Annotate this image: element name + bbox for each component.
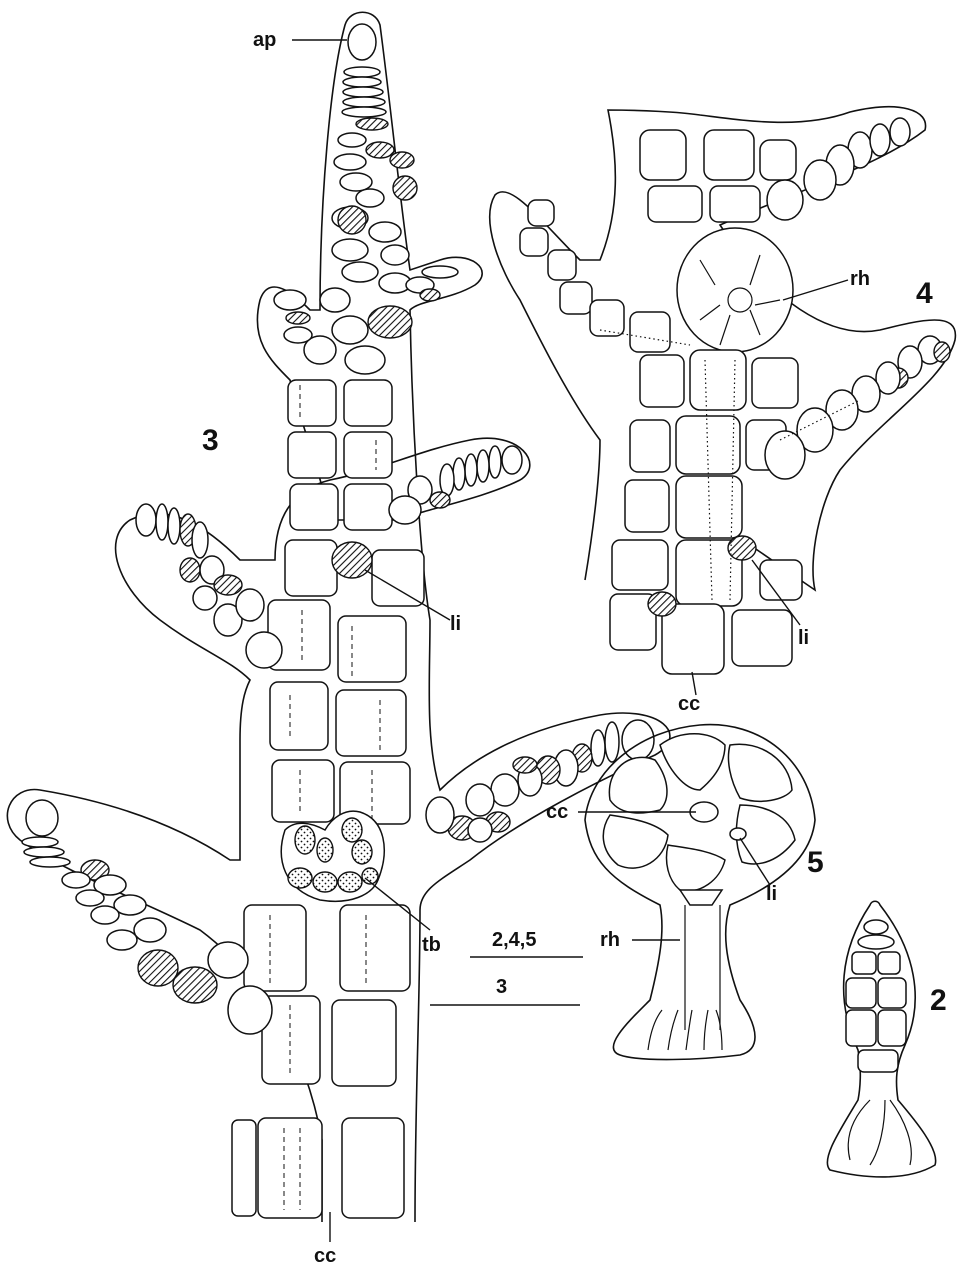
figure-number-3: 3 — [202, 424, 219, 457]
figure-4-thallus — [490, 107, 956, 674]
fig4-rhizoid-cell — [677, 228, 793, 352]
figure-number-5: 5 — [807, 846, 824, 879]
label-rh-fig5: rh — [600, 929, 620, 951]
cc-fig4-leader — [692, 672, 696, 695]
fig4-cells — [520, 118, 950, 674]
scale-bar-upper-label: 2,4,5 — [492, 929, 536, 951]
label-tb: tb — [422, 934, 441, 956]
label-rh-fig4: rh — [850, 268, 870, 290]
label-li-fig3: li — [450, 613, 461, 635]
label-li-fig5: li — [766, 883, 777, 905]
label-cc-fig5: cc — [546, 801, 568, 823]
fig3-pit-connection-li — [332, 542, 372, 578]
fig3-apex-cells — [304, 24, 417, 374]
label-cc-fig4: cc — [678, 693, 700, 715]
fig3-tetrasporangia-tb — [281, 811, 384, 901]
label-ap: ap — [253, 29, 276, 51]
fig3-branch-lower-left — [22, 800, 272, 1034]
fig2-cells — [846, 920, 911, 1165]
fig3-branch-middle-left — [136, 504, 282, 668]
figure-number-2: 2 — [930, 984, 947, 1017]
figure-3-thallus — [7, 12, 670, 1222]
scale-bar-lower-label: 3 — [496, 976, 507, 998]
fig3-branch-upper-left — [274, 290, 312, 343]
label-cc-fig3: cc — [314, 1245, 336, 1267]
figure-number-4: 4 — [916, 277, 933, 310]
label-li-fig4: li — [798, 627, 809, 649]
figure-2-germling — [827, 901, 935, 1177]
figure-5-cross-section — [585, 725, 815, 1060]
